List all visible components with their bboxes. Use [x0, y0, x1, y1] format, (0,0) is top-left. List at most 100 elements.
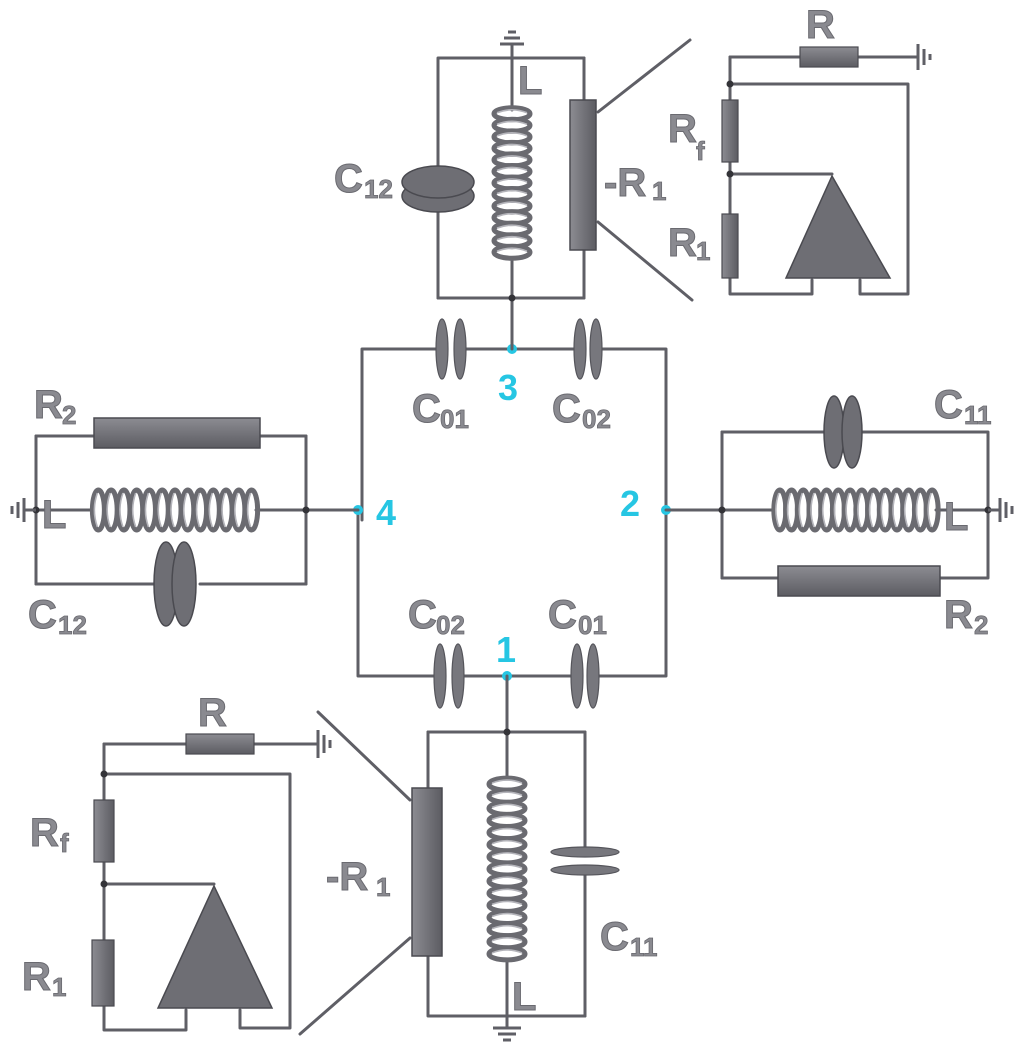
ground-icon — [312, 730, 332, 758]
label-c12-left: C 12 — [28, 593, 88, 641]
label-rf-top: R f — [668, 107, 706, 167]
opamp-icon — [784, 174, 892, 279]
central-ring — [356, 347, 668, 678]
resistor-r1-bottom — [91, 939, 115, 1007]
label-c12-top: C 12 — [334, 157, 394, 205]
coil-highlight — [496, 132, 528, 137]
coil-highlight — [798, 492, 804, 528]
svg-text:C: C — [28, 593, 57, 637]
coil-highlight — [491, 876, 523, 881]
coil-turn — [243, 487, 261, 533]
opamp-detail-top-right — [721, 44, 932, 296]
svg-text:C: C — [548, 593, 577, 637]
coil-highlight — [496, 201, 528, 206]
coil-highlight — [845, 492, 850, 528]
opamp-detail-bottom-left — [91, 730, 332, 1032]
svg-text:C: C — [552, 387, 581, 431]
coil-highlight — [496, 120, 528, 126]
coil-highlight — [157, 492, 162, 528]
svg-text:R: R — [668, 221, 697, 265]
node-4-label: 4 — [376, 492, 396, 533]
negative-resistor-r1-bottom — [411, 787, 443, 957]
coil-highlight — [496, 178, 528, 183]
svg-text:01: 01 — [440, 404, 469, 434]
svg-text:01: 01 — [578, 610, 607, 640]
coil-highlight — [880, 492, 886, 528]
coil-highlight — [491, 779, 523, 784]
label-c11-right: C 11 — [934, 383, 992, 431]
label-l-top: L — [518, 59, 543, 104]
svg-text:02: 02 — [436, 610, 465, 640]
coil-highlight — [496, 247, 528, 252]
resistor-r2-right — [777, 565, 941, 597]
label-l-bottom: L — [512, 975, 537, 1020]
coil-highlight — [496, 212, 528, 218]
capacitor-c11-right — [823, 395, 863, 469]
label-neg-r1-bottom: -R 1 — [326, 855, 391, 903]
coil-highlight — [868, 492, 874, 528]
label-l-left: L — [42, 493, 67, 538]
label-rf-bottom: R f — [30, 811, 70, 859]
inductor-l-top — [491, 105, 533, 261]
ground-icon — [493, 1016, 521, 1042]
ground-icon — [500, 30, 524, 58]
resistor-r-top — [799, 46, 859, 68]
label-r-top: R — [806, 3, 836, 48]
coil-highlight — [857, 492, 862, 528]
label-r1-top: R 1 — [668, 221, 711, 267]
svg-text:12: 12 — [364, 174, 393, 204]
svg-text:12: 12 — [58, 610, 87, 640]
coil-highlight — [119, 492, 124, 528]
coil-highlight — [491, 912, 523, 918]
label-neg-r1-top: -R 1 — [604, 161, 667, 207]
resistor-r-bottom — [185, 733, 255, 755]
svg-text:1: 1 — [652, 176, 666, 206]
coil-highlight — [234, 492, 239, 528]
coil-highlight — [93, 492, 99, 528]
coil-highlight — [208, 492, 214, 528]
svg-text:R: R — [30, 811, 59, 855]
svg-text:2: 2 — [62, 400, 76, 430]
svg-text:R: R — [806, 3, 835, 47]
coil-highlight — [491, 864, 523, 869]
coil-highlight — [833, 492, 839, 528]
resistor-r1-top — [721, 213, 739, 279]
svg-text:L: L — [518, 59, 542, 103]
coil-highlight — [496, 155, 528, 160]
inductor-l-right — [771, 487, 941, 533]
coil-highlight — [496, 108, 528, 114]
right-resonator — [664, 395, 1014, 597]
coil-highlight — [915, 492, 921, 528]
capacitor-c02-top — [573, 318, 603, 380]
opamp-icon — [156, 884, 274, 1009]
coil-highlight — [892, 492, 897, 528]
coil-highlight — [491, 791, 523, 796]
ground-icon — [10, 498, 36, 522]
coil-highlight — [927, 492, 932, 528]
svg-text:f: f — [696, 136, 705, 166]
coil-highlight — [491, 827, 523, 833]
capacitor-c12-top — [401, 165, 475, 213]
coil-highlight — [491, 852, 523, 857]
svg-text:11: 11 — [630, 932, 658, 962]
svg-text:C: C — [600, 915, 629, 959]
top-resonator — [401, 30, 694, 351]
coil-highlight — [496, 235, 528, 241]
coil-turn — [491, 243, 533, 261]
label-c02-top: C 02 — [552, 387, 612, 435]
resistor-r2-left — [93, 417, 261, 449]
label-c01-top: C 01 — [412, 387, 470, 435]
capacitor-c01-bottom — [570, 643, 600, 709]
svg-text:R: R — [22, 955, 51, 999]
coil-highlight — [195, 492, 201, 528]
label-r2-left: R 2 — [34, 383, 77, 431]
coil-highlight — [491, 949, 523, 954]
svg-text:1: 1 — [696, 236, 710, 266]
ground-icon — [912, 44, 932, 70]
capacitor-c11-bottom — [550, 846, 620, 876]
svg-text:L: L — [944, 495, 968, 539]
coil-highlight — [491, 888, 523, 894]
svg-text:11: 11 — [964, 400, 992, 430]
node-3-label: 3 — [498, 367, 518, 408]
coil-highlight — [182, 492, 188, 528]
